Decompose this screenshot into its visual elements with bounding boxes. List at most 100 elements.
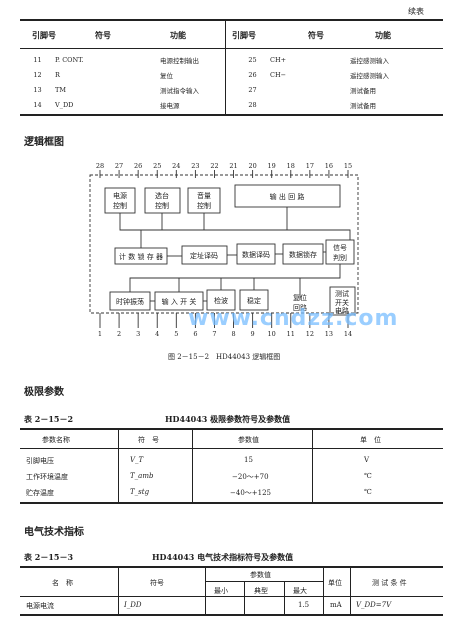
label-data-decode: 数据译码	[242, 250, 270, 259]
elec-header-unit: 单位	[328, 579, 342, 587]
bottom-pin-number: 10	[268, 330, 276, 338]
limits-row-value: 15	[244, 456, 253, 464]
top-pin-number: 20	[248, 162, 256, 170]
elec-header-rule	[20, 596, 443, 597]
elec-header-symbol: 符号	[150, 579, 164, 587]
pin-symbol: V_DD	[55, 100, 74, 109]
elec-divider	[244, 582, 245, 614]
table-row: 11 P. CONT. 电源控制输出 25 CH+ 遥控感测输入	[20, 52, 443, 67]
label-counter-latch: 计 数 锁 存 器	[119, 252, 163, 261]
elec-row-name: 电源电流	[26, 602, 54, 610]
top-pin-number: 16	[325, 162, 333, 170]
bottom-pin-number: 14	[344, 330, 352, 338]
label-data-latch: 数据锁存	[289, 250, 317, 259]
pin-symbol: TM	[55, 85, 66, 94]
section-title-limits: 极限参数	[24, 387, 64, 398]
bottom-pin-number: 2	[117, 330, 121, 338]
limits-row-unit: V	[364, 456, 370, 464]
bottom-pin-number: 5	[174, 330, 178, 338]
top-pin-number: 22	[210, 162, 218, 170]
pin-function: 电源控制输出	[160, 56, 199, 65]
continued-label: 续表	[408, 7, 424, 16]
pin-number: 27	[248, 85, 257, 94]
limits-row-value: −20～+70	[232, 473, 269, 481]
elec-divider	[118, 567, 119, 614]
limits-row-unit: ℃	[364, 472, 372, 480]
bottom-pin-number: 12	[306, 330, 314, 338]
label-test-switch-1: 测试	[335, 289, 349, 298]
elec-row-max: 1.5	[298, 601, 310, 609]
watermark: www.cndzz.com	[188, 306, 399, 331]
table-bottom-rule	[20, 114, 443, 116]
elec-row-symbol: I_DD	[124, 601, 142, 609]
table-title: HD44043 极限参数符号及参数值	[165, 414, 291, 424]
pin-symbol: P. CONT.	[55, 55, 84, 64]
table-row: 14 V_DD 接电源 28 测试备用	[20, 97, 443, 112]
bottom-pin-number: 11	[287, 330, 295, 338]
pin-number: 14	[33, 100, 42, 109]
limits-row-unit: ℃	[364, 488, 372, 496]
col-header-function-left: 功能	[170, 30, 186, 40]
col-header-symbol-left: 符号	[95, 30, 111, 40]
limits-header-symbol: 符 号	[138, 436, 159, 444]
bottom-pin-number: 13	[325, 330, 333, 338]
section-title-logic: 逻辑框图	[24, 137, 64, 148]
col-header-function-right: 功能	[375, 30, 391, 40]
limits-header-unit: 单 位	[360, 436, 381, 444]
limits-row-value: −40～+125	[230, 489, 271, 497]
top-pin-number: 27	[115, 162, 123, 170]
top-pin-number: 17	[306, 162, 314, 170]
elec-bottom-rule	[20, 614, 443, 616]
elec-row-conditions: V_DD=7V	[356, 601, 392, 609]
elec-divider	[323, 567, 324, 614]
limits-row-symbol: T_stg	[130, 488, 150, 496]
limits-row-symbol: V_T	[130, 456, 144, 464]
limits-header-rule	[20, 448, 443, 449]
label-volume-2: 控制	[197, 201, 211, 210]
bottom-pin-number: 8	[231, 330, 235, 338]
top-pin-number: 24	[172, 162, 180, 170]
pin-table: 11 P. CONT. 电源控制输出 25 CH+ 遥控感测输入 12 R 复位…	[20, 52, 443, 112]
pin-number: 13	[33, 85, 42, 94]
bottom-pin-number: 9	[251, 330, 255, 338]
table-row: 12 R 复位 26 CH− 遥控感测输入	[20, 67, 443, 82]
limits-bottom-rule	[20, 502, 443, 504]
pin-function: 测试指令输入	[160, 86, 199, 95]
label-test-switch-3: 电路	[335, 306, 349, 315]
chip-outline	[89, 174, 359, 314]
label-stable: 稳定	[247, 296, 261, 305]
pin-number: 25	[248, 55, 257, 64]
limits-header-name: 参数名称	[42, 436, 70, 444]
top-pin-number: 21	[229, 162, 237, 170]
label-ch-select-1: 选台	[155, 191, 169, 200]
label-reset-1: 复位	[293, 293, 307, 302]
label-detect: 检波	[214, 296, 228, 305]
block-channel-select	[144, 187, 181, 214]
elec-header-typ: 典型	[254, 587, 268, 595]
label-output-circuit: 输 出 回 路	[270, 192, 305, 201]
limits-divider	[192, 429, 193, 502]
limits-header-value: 参数值	[238, 436, 259, 444]
top-pin-number: 25	[153, 162, 161, 170]
section-title-electrical: 电气技术指标	[24, 527, 84, 538]
bottom-pin-number: 6	[193, 330, 197, 338]
label-test-switch-2: 开关	[335, 298, 349, 307]
elec-header-name: 名 称	[52, 579, 73, 587]
bottom-pin-number: 1	[98, 330, 102, 338]
label-address-decode: 定址译码	[190, 251, 218, 260]
bottom-pin-number: 7	[212, 330, 216, 338]
limits-divider	[118, 429, 119, 502]
wire-bus-top	[119, 213, 351, 240]
elec-divider	[284, 582, 285, 614]
pin-function: 复位	[160, 71, 173, 80]
table-number: 表 2－15－3	[24, 552, 74, 562]
table-header-rule	[20, 48, 443, 49]
elec-divider	[205, 567, 206, 614]
label-input-switch: 输 入 开 关	[162, 297, 197, 306]
pin-function: 遥控感测输入	[350, 71, 389, 80]
table-number: 表 2－15－2	[24, 414, 74, 424]
top-pin-number: 15	[344, 162, 352, 170]
pin-function: 测试备用	[350, 101, 376, 110]
figure-caption: 图 2－15－2 HD44043 逻辑框图	[168, 353, 281, 361]
limits-row-name: 贮存温度	[26, 489, 54, 497]
